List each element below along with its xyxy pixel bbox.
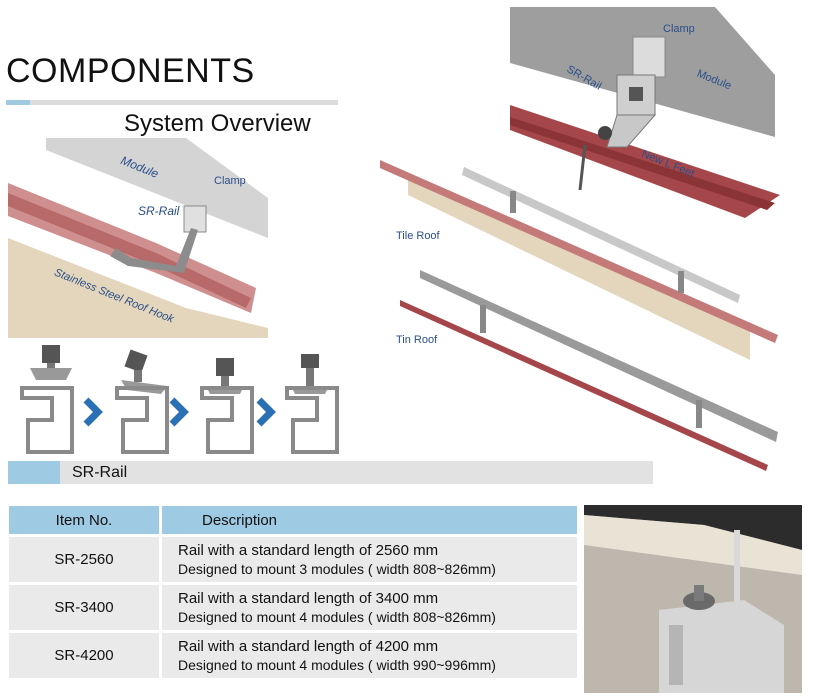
page-title: COMPONENTS [6, 52, 255, 90]
description-line-1: Rail with a standard length of 3400 mm [178, 589, 439, 607]
section-bar [8, 461, 653, 484]
description-line-2: Designed to mount 3 modules ( width 808~… [178, 560, 496, 577]
roof-hook-diagram [8, 138, 268, 338]
item-no: SR-3400 [9, 585, 159, 630]
tin-roof-surface [400, 300, 768, 471]
title-underline-accent [6, 100, 30, 105]
rail-assembly-steps [20, 345, 339, 454]
step-1 [20, 345, 74, 454]
tile-roof-surface [380, 160, 778, 343]
description: Rail with a standard length of 2560 mm D… [162, 537, 577, 582]
rail-photo [584, 505, 802, 693]
title-underline [6, 100, 338, 105]
step-2 [115, 349, 169, 454]
section-label: SR-Rail [72, 464, 128, 481]
description: Rail with a standard length of 3400 mm D… [162, 585, 577, 630]
label-sr-rail-left: SR-Rail [138, 204, 180, 218]
description-line-1: Rail with a standard length of 2560 mm [178, 541, 439, 559]
l-feet-diagram [510, 7, 780, 218]
arrow-icon [83, 397, 103, 427]
label-clamp-left: Clamp [214, 175, 246, 187]
roof-types-diagram [380, 160, 778, 471]
page-subtitle: System Overview [124, 110, 311, 137]
item-no: SR-2560 [9, 537, 159, 582]
section-bar-accent [8, 461, 60, 484]
screw [578, 144, 587, 191]
table-header-row: Item No. Description [9, 506, 577, 534]
table-row: SR-3400 Rail with a standard length of 3… [9, 585, 577, 630]
tile-roof-base [408, 175, 750, 360]
description: Rail with a standard length of 4200 mm D… [162, 633, 577, 678]
l-foot [606, 114, 657, 148]
description-line-1: Rail with a standard length of 4200 mm [178, 637, 439, 655]
header-item-no: Item No. [9, 506, 159, 534]
description-line-2: Designed to mount 4 modules ( width 990~… [178, 656, 496, 673]
table-row: SR-4200 Rail with a standard length of 4… [9, 633, 577, 678]
label-tile-roof: Tile Roof [396, 230, 440, 242]
tile-roof-rail [462, 167, 740, 303]
spec-table: Item No. Description SR-2560 Rail with a… [6, 503, 580, 681]
table-row: SR-2560 Rail with a standard length of 2… [9, 537, 577, 582]
clamp-left [183, 205, 207, 233]
description-line-2: Designed to mount 4 modules ( width 808~… [178, 608, 496, 625]
clamp-block [632, 36, 666, 78]
tin-roof-rail [420, 270, 778, 442]
roof-hook [110, 228, 198, 273]
module-panel-left [46, 138, 268, 238]
header-description: Description [162, 506, 577, 534]
step-3 [200, 358, 254, 454]
label-tin-roof: Tin Roof [396, 334, 438, 346]
tile-base [8, 238, 268, 338]
item-no: SR-4200 [9, 633, 159, 678]
step-4 [285, 354, 339, 454]
arrow-icon [256, 397, 276, 427]
label-clamp-top: Clamp [663, 23, 695, 35]
arrow-icon [169, 397, 189, 427]
